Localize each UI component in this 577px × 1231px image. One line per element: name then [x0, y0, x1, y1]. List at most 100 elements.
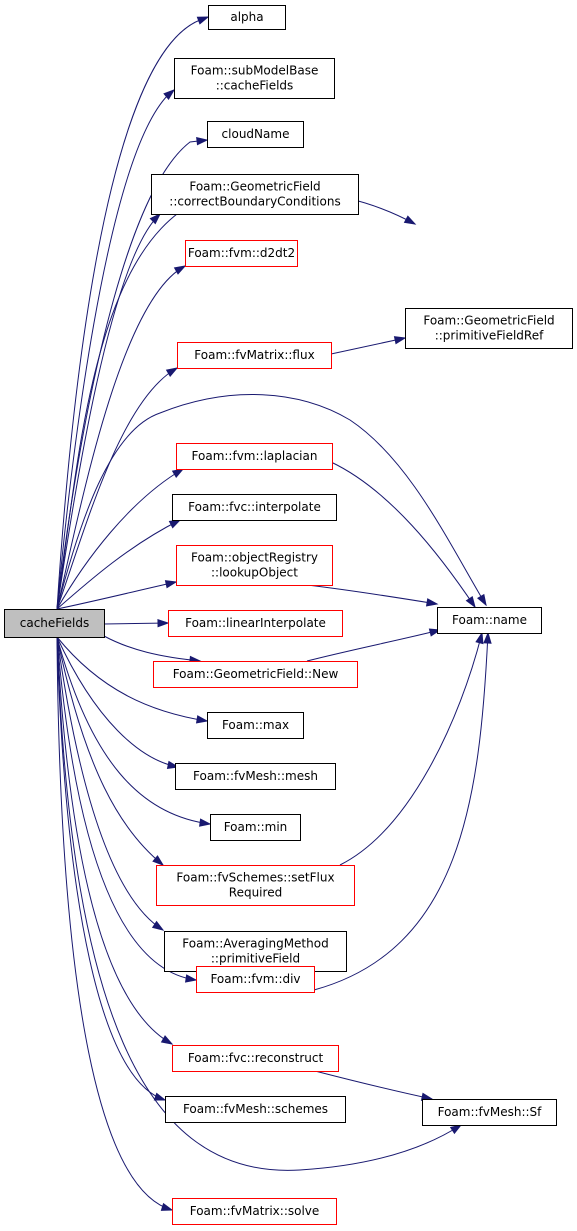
node-name-box[interactable]: [437, 607, 542, 634]
edge-root-to-linearInterpolate: [103, 618, 170, 628]
edge-root-to-interpolate-arrowhead: [168, 519, 182, 529]
node-subModelBase-label-0: Foam::subModelBase: [191, 64, 319, 78]
node-linearInterpolate[interactable]: Foam::linearInterpolate: [168, 610, 343, 637]
node-lookupObject-label-1: ::lookupObject: [211, 566, 298, 580]
node-min[interactable]: Foam::min: [210, 814, 301, 841]
node-correctBC[interactable]: Foam::GeometricField::correctBoundaryCon…: [151, 174, 359, 215]
node-solve[interactable]: Foam::fvMatrix::solve: [172, 1198, 337, 1225]
node-alpha-box[interactable]: [208, 5, 286, 30]
node-setFlux-box[interactable]: [156, 865, 355, 906]
edge-root-to-Sf: [56, 636, 463, 1171]
node-primitiveFieldRef-box[interactable]: [405, 308, 573, 349]
node-reconstruct-box[interactable]: [172, 1045, 339, 1072]
node-div-box[interactable]: [196, 966, 315, 993]
edge-root-to-setFlux-line: [56, 636, 164, 866]
edge-root-to-min-line: [56, 636, 211, 825]
node-primitiveField[interactable]: Foam::AveragingMethod::primitiveField: [164, 931, 347, 972]
node-interpolate-label-0: Foam::fvc::interpolate: [188, 500, 321, 514]
node-subModelBase-label-1: ::cacheFields: [216, 79, 294, 93]
node-alpha-label-0: alpha: [230, 10, 263, 24]
node-schemes-box[interactable]: [165, 1096, 346, 1123]
edge-root-to-laplacian-line: [56, 468, 184, 610]
edge-root-to-newField: [103, 635, 202, 665]
node-reconstruct[interactable]: Foam::fvc::reconstruct: [172, 1045, 339, 1072]
edge-root-to-min: [56, 636, 212, 827]
edge-setFlux-to-name-arrowhead: [475, 631, 484, 645]
edge-flux-to-primitiveFieldRef: [330, 336, 407, 355]
node-div[interactable]: Foam::fvm::div: [196, 966, 315, 993]
node-subModelBase[interactable]: Foam::subModelBase::cacheFields: [174, 58, 335, 99]
edge-root-to-laplacian: [56, 468, 185, 610]
node-linearInterpolate-label-0: Foam::linearInterpolate: [185, 616, 326, 630]
node-mesh[interactable]: Foam::fvMesh::mesh: [175, 763, 336, 790]
node-name[interactable]: Foam::name: [437, 607, 542, 634]
node-root-label-0: cacheFields: [20, 616, 90, 630]
node-interpolate-box[interactable]: [172, 494, 337, 521]
node-max-box[interactable]: [207, 712, 304, 739]
node-primitiveField-box[interactable]: [164, 931, 347, 972]
node-laplacian[interactable]: Foam::fvm::laplacian: [176, 443, 333, 470]
node-newField-label-0: Foam::GeometricField::New: [173, 667, 339, 681]
edge-root-to-mesh-line: [56, 636, 179, 768]
node-flux[interactable]: Foam::fvMatrix::flux: [177, 342, 332, 369]
edge-setFlux-to-name: [339, 631, 484, 866]
node-alpha[interactable]: alpha: [208, 5, 286, 30]
node-subModelBase-box[interactable]: [174, 58, 335, 99]
edge-root-to-alpha-arrowhead: [196, 16, 210, 25]
edge-root-to-cloudName-arrowhead: [196, 137, 209, 146]
node-Sf-box[interactable]: [422, 1099, 557, 1126]
edge-root-to-primitiveFieldRef-arrowhead: [403, 215, 417, 225]
node-cloudName-label-0: cloudName: [222, 127, 290, 141]
node-interpolate[interactable]: Foam::fvc::interpolate: [172, 494, 337, 521]
edge-lookupObject-to-name: [306, 584, 439, 607]
edge-root-to-name-arrowhead: [477, 593, 487, 607]
node-solve-box[interactable]: [172, 1198, 337, 1225]
node-primitiveFieldRef[interactable]: Foam::GeometricField::primitiveFieldRef: [405, 308, 573, 349]
edge-root-to-setFlux-arrowhead: [152, 855, 165, 866]
edge-div-to-name-line: [313, 632, 489, 991]
node-d2dt2-box[interactable]: [185, 240, 298, 267]
node-schemes-label-0: Foam::fvMesh::schemes: [183, 1102, 328, 1116]
node-lookupObject[interactable]: Foam::objectRegistry::lookupObject: [176, 545, 333, 586]
edge-laplacian-to-name-line: [330, 461, 476, 608]
node-schemes[interactable]: Foam::fvMesh::schemes: [165, 1096, 346, 1123]
node-linearInterpolate-box[interactable]: [168, 610, 343, 637]
node-mesh-box[interactable]: [175, 763, 336, 790]
node-laplacian-box[interactable]: [176, 443, 333, 470]
node-newField[interactable]: Foam::GeometricField::New: [153, 661, 358, 688]
edge-root-to-name: [56, 394, 487, 610]
edge-root-to-div: [56, 636, 198, 983]
edge-root-to-correctBC-line: [56, 213, 161, 610]
edge-root-to-correctBC: [56, 212, 162, 610]
edge-flux-to-primitiveFieldRef-arrowhead: [393, 336, 407, 345]
node-div-label-0: Foam::fvm::div: [210, 972, 300, 986]
edge-root-to-setFlux: [56, 636, 165, 866]
node-cloudName[interactable]: cloudName: [207, 121, 304, 148]
node-flux-box[interactable]: [177, 342, 332, 369]
edge-lookupObject-to-name-line: [306, 584, 438, 605]
node-Sf[interactable]: Foam::fvMesh::Sf: [422, 1099, 557, 1126]
edge-root-to-linearInterpolate-arrowhead: [157, 618, 170, 628]
edge-root-to-schemes-arrowhead: [153, 1092, 167, 1101]
node-correctBC-box[interactable]: [151, 174, 359, 215]
edge-root-to-max-line: [56, 636, 208, 722]
edge-root-to-interpolate-line: [56, 519, 181, 610]
node-d2dt2[interactable]: Foam::fvm::d2dt2: [185, 240, 298, 267]
edge-root-to-div-arrowhead: [184, 974, 198, 983]
node-root[interactable]: cacheFields: [4, 609, 105, 638]
node-root-box[interactable]: [4, 609, 105, 638]
node-laplacian-label-0: Foam::fvm::laplacian: [192, 449, 318, 463]
node-min-box[interactable]: [210, 814, 301, 841]
edge-root-to-correctBC-arrowhead: [149, 212, 162, 225]
edge-reconstruct-to-Sf: [314, 1070, 434, 1101]
edge-root-to-d2dt2: [56, 265, 187, 610]
node-cloudName-box[interactable]: [207, 121, 304, 148]
node-primitiveFieldRef-label-1: ::primitiveFieldRef: [435, 329, 544, 343]
node-lookupObject-box[interactable]: [176, 545, 333, 586]
node-max[interactable]: Foam::max: [207, 712, 304, 739]
edge-root-to-subModelBase-line: [56, 89, 175, 610]
edge-root-to-div-line: [56, 636, 197, 981]
node-newField-box[interactable]: [153, 661, 358, 688]
edge-root-to-d2dt2-arrowhead: [173, 265, 187, 275]
